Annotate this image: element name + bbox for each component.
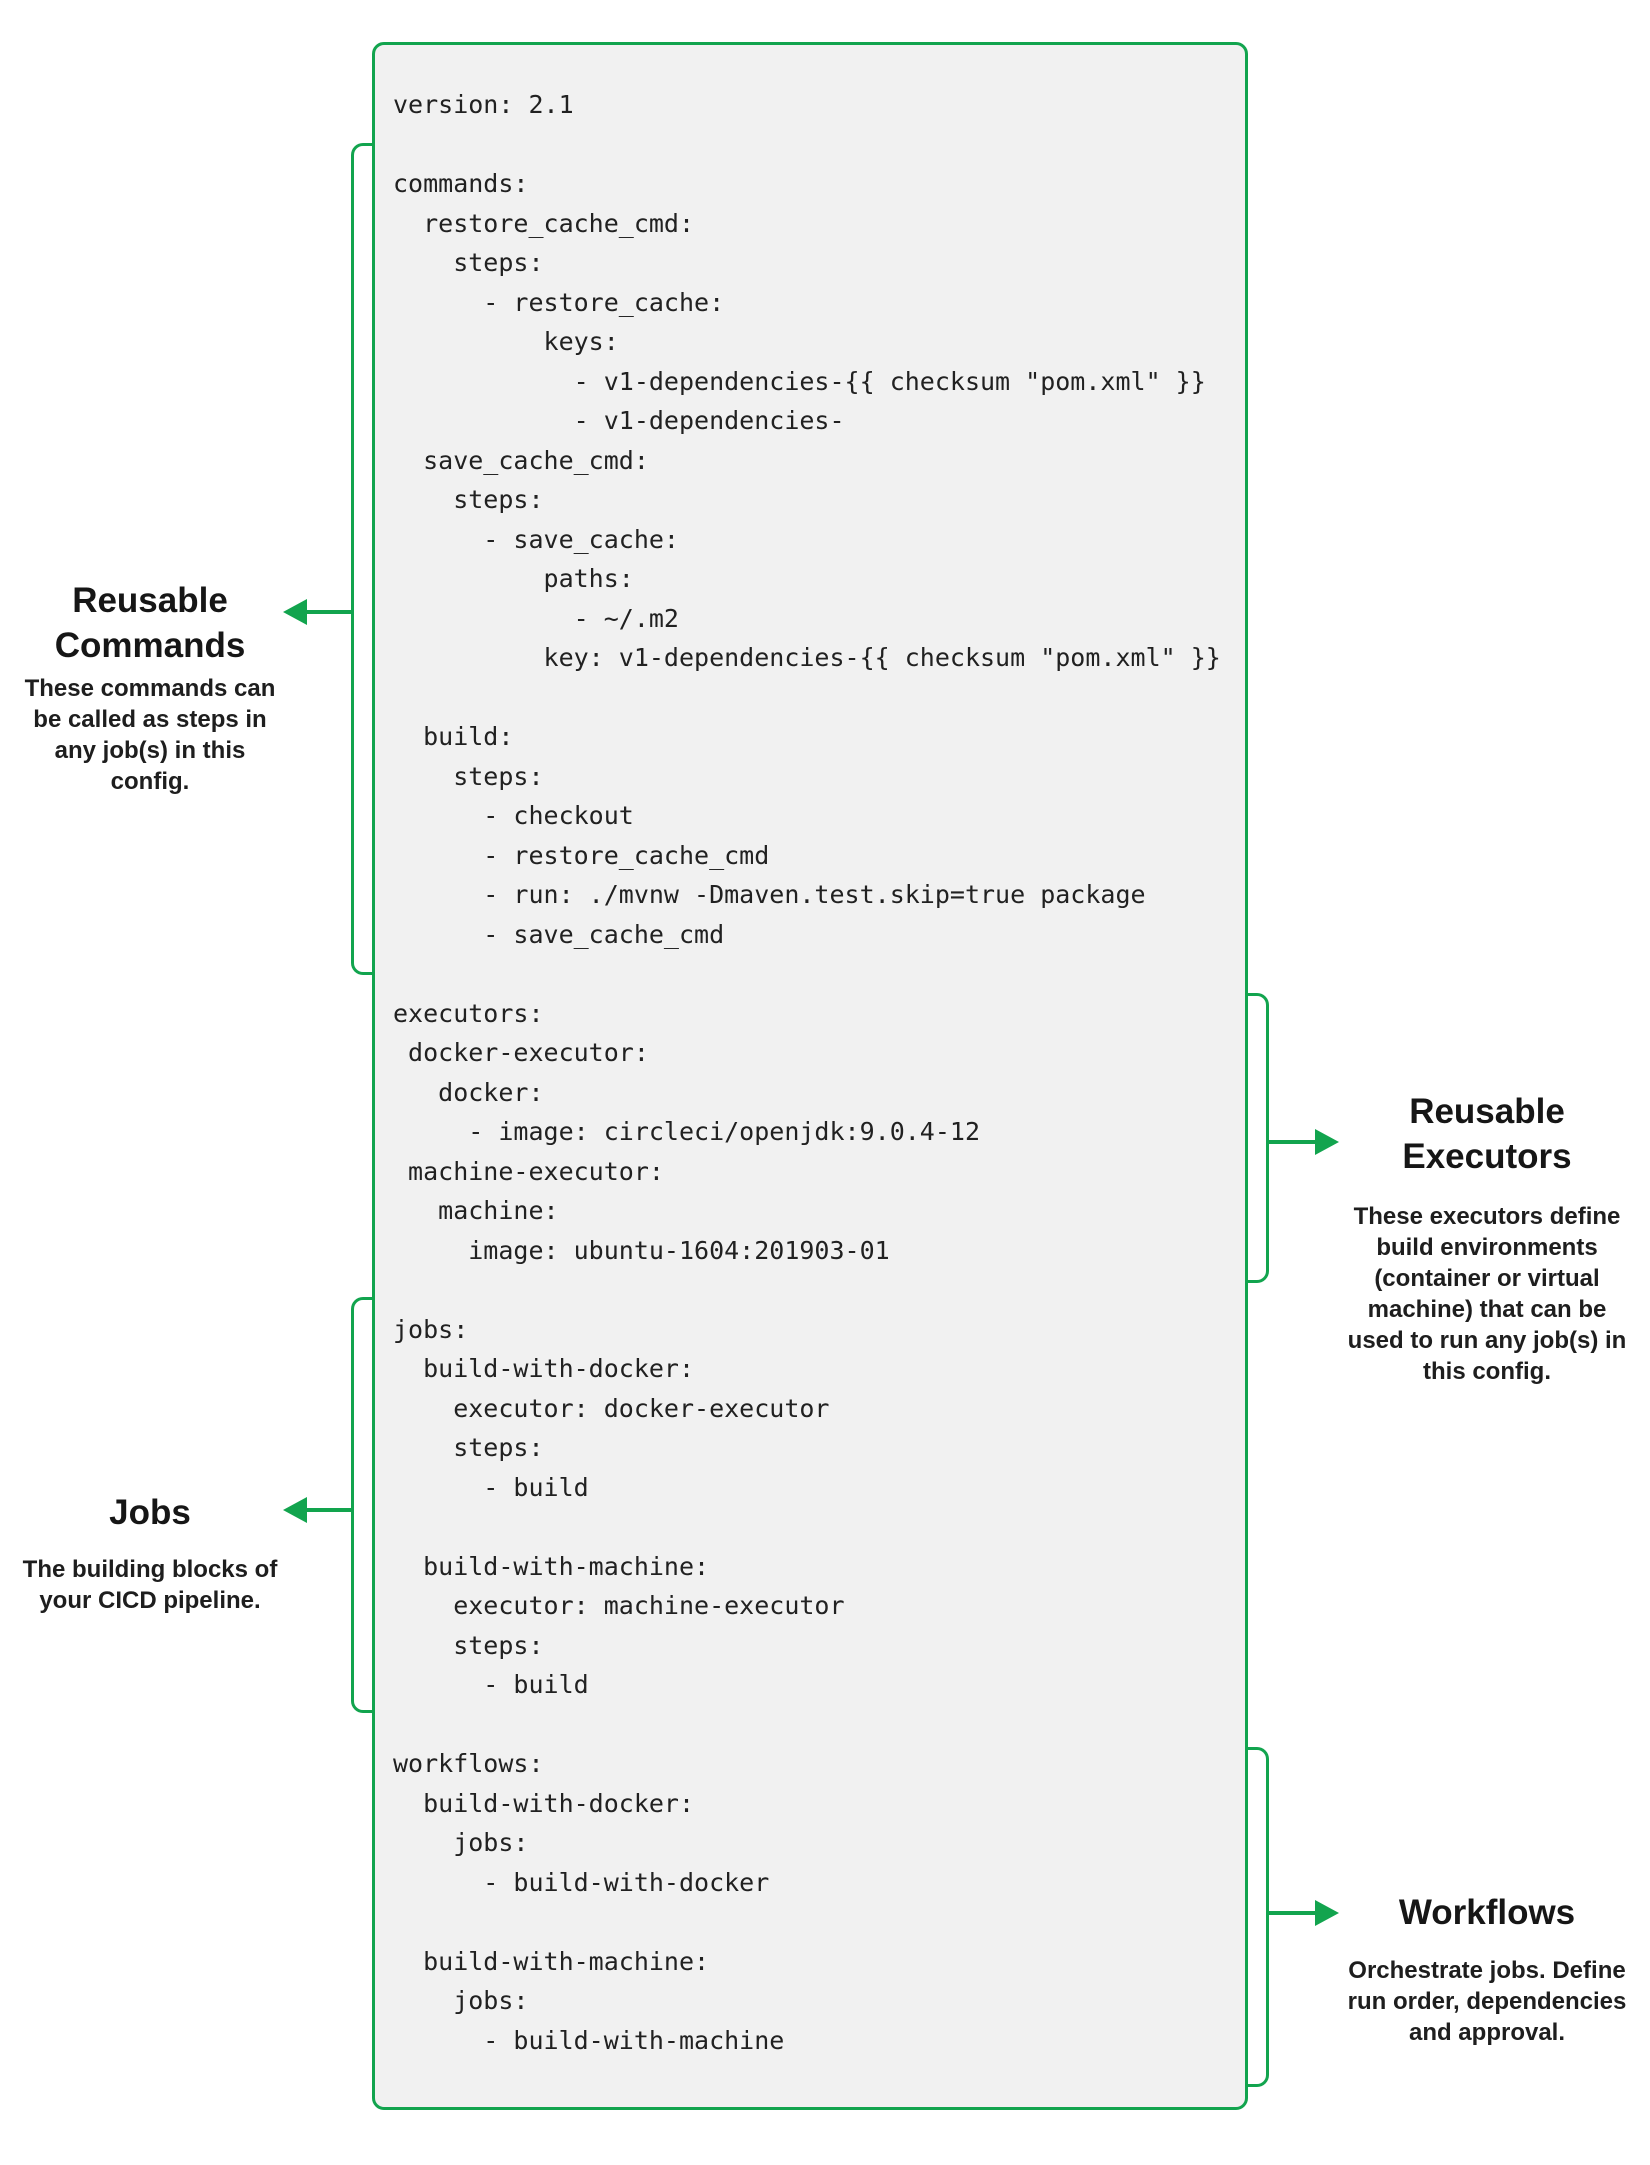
reusable-commands-annotation: Reusable Commands These commands can be … [0,578,300,797]
reusable-commands-description: These commands can be called as steps in… [24,675,276,795]
jobs-title: Jobs [109,1493,191,1532]
config-file-panel: version: 2.1 commands: restore_cache_cmd… [372,42,1248,2110]
jobs-section-bracket [351,1297,374,1713]
commands-arrow-icon [283,599,307,625]
jobs-arrow-line [303,1508,351,1512]
workflows-description: Orchestrate jobs. Define run order, depe… [1347,1957,1627,2046]
workflows-section-bracket [1248,1747,1269,2087]
commands-section-bracket [351,143,374,975]
executors-arrow-line [1269,1140,1317,1144]
reusable-executors-title: Reusable Executors [1402,1092,1572,1176]
workflows-title: Workflows [1398,1893,1576,1932]
workflows-annotation: Workflows Orchestrate jobs. Define run o… [1327,1890,1647,2048]
yaml-config-code: version: 2.1 commands: restore_cache_cmd… [393,90,1221,2055]
jobs-arrow-icon [283,1497,307,1523]
commands-arrow-line [303,610,351,614]
executors-arrow-icon [1315,1129,1339,1155]
reusable-executors-description: These executors define build environment… [1347,1203,1627,1385]
workflows-arrow-line [1269,1911,1317,1915]
jobs-description: The building blocks of your CICD pipelin… [22,1556,278,1614]
reusable-executors-annotation: Reusable Executors These executors defin… [1327,1089,1647,1387]
executors-section-bracket [1248,993,1269,1283]
reusable-commands-title: Reusable Commands [54,581,246,665]
jobs-annotation: Jobs The building blocks of your CICD pi… [0,1490,300,1616]
workflows-arrow-icon [1315,1900,1339,1926]
